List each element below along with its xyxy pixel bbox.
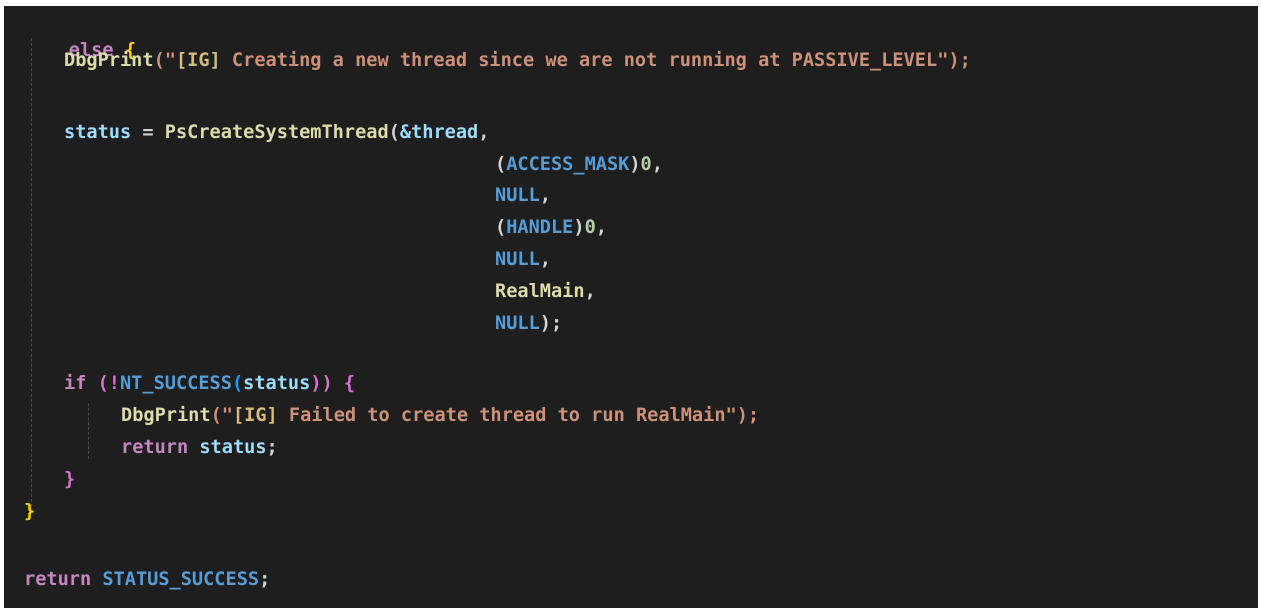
keyword-return: return [24, 569, 92, 590]
code-line-close-else[interactable]: } [24, 498, 35, 526]
comma: , [478, 122, 490, 143]
indent-guide-inner [88, 403, 89, 459]
variable-status: status [64, 122, 132, 143]
close-brace: } [64, 469, 76, 490]
macro-nt-success: NT_SUCCESS [119, 373, 232, 394]
code-line-return-status[interactable]: return status; [121, 434, 278, 462]
type-cast: ACCESS_MASK [506, 154, 630, 175]
code-line-dbgprint-2[interactable]: DbgPrint("[IG] Failed to create thread t… [121, 402, 759, 430]
semicolon: ; [259, 569, 271, 590]
open-brace: { [343, 373, 356, 394]
comma: , [651, 154, 663, 175]
function-name: DbgPrint [64, 50, 154, 71]
semicolon: ; [266, 437, 278, 458]
close-brace: } [24, 501, 36, 522]
code-line-arg-null-2[interactable]: NULL, [495, 246, 551, 274]
close-paren: ) [573, 217, 585, 238]
keyword-return: return [121, 437, 189, 458]
open-brace: { [124, 40, 136, 61]
macro-status-success: STATUS_SUCCESS [91, 569, 260, 590]
open-paren: ( [495, 217, 507, 238]
code-line-arg-null-1[interactable]: NULL, [495, 182, 551, 210]
condition-open: (! [86, 373, 120, 394]
code-line-arg-realmain[interactable]: RealMain, [495, 278, 596, 306]
assign-operator: = [131, 122, 165, 143]
close-paren: ); [539, 313, 563, 334]
macro-null: NULL [495, 185, 540, 206]
comma: , [539, 249, 551, 270]
comma: , [539, 185, 551, 206]
number-literal: 0 [640, 154, 652, 175]
code-line-dbgprint-1[interactable]: DbgPrint("[IG] Creating a new thread sin… [64, 47, 971, 75]
code-line-arg-access-mask[interactable]: (ACCESS_MASK)0, [495, 151, 663, 179]
variable-status: status [243, 373, 311, 394]
number-literal: 0 [584, 217, 596, 238]
function-name: PsCreateSystemThread [164, 122, 389, 143]
string-open: (" [153, 50, 176, 71]
macro-null: NULL [495, 313, 540, 334]
string-open: (" [210, 405, 233, 426]
code-line-return-success[interactable]: return STATUS_SUCCESS; [24, 566, 270, 594]
open-paren: ( [388, 122, 400, 143]
code-line-create-thread[interactable]: status = PsCreateSystemThread(&thread, [64, 119, 489, 147]
string-close: "); [725, 405, 760, 426]
code-editor[interactable]: else { DbgPrint("[IG] Creating a new thr… [4, 6, 1258, 608]
keyword-if: if [64, 373, 87, 394]
string-literal: Creating a new thread since we are not r… [220, 50, 938, 71]
code-line-close-if[interactable]: } [64, 466, 75, 494]
variable-status: status [188, 437, 267, 458]
string-tag: [IG] [232, 405, 278, 426]
string-tag: [IG] [175, 50, 221, 71]
open-paren: ( [231, 373, 244, 394]
function-name: DbgPrint [121, 405, 211, 426]
keyword-else: else [68, 40, 114, 61]
comma: , [595, 217, 607, 238]
string-close: "); [937, 50, 971, 71]
open-paren: ( [495, 154, 507, 175]
code-line-arg-handle[interactable]: (HANDLE)0, [495, 214, 607, 242]
string-literal: Failed to create thread to run RealMain [277, 405, 726, 426]
condition-close: )) [310, 373, 344, 394]
code-line-else[interactable]: else { [24, 9, 136, 61]
type-cast: HANDLE [506, 217, 574, 238]
code-line-arg-null-3[interactable]: NULL); [495, 310, 562, 338]
macro-null: NULL [495, 249, 540, 270]
close-paren: ) [629, 154, 641, 175]
argument: &thread [399, 122, 479, 143]
indent-guide-outer [31, 38, 32, 512]
comma: , [584, 281, 596, 302]
code-line-if[interactable]: if (!NT_SUCCESS(status)) { [64, 370, 355, 398]
function-reference: RealMain [495, 281, 585, 302]
